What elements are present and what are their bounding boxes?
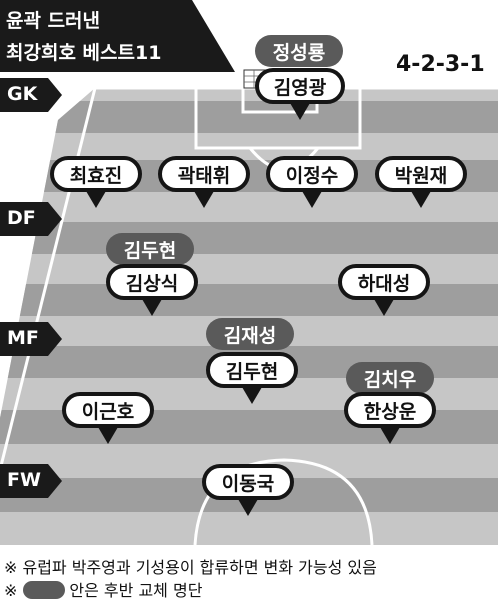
- row-label-gk-text: GK: [7, 83, 38, 105]
- player-dm-right: 하대성: [338, 264, 430, 316]
- legend-substitute-pill: [23, 581, 66, 599]
- player-am-right-name: 한상운: [363, 400, 417, 423]
- player-df-2-name: 곽태휘: [177, 164, 231, 187]
- player-pointer: [290, 103, 310, 120]
- player-pointer: [302, 191, 322, 208]
- player-df-2: 곽태휘: [158, 156, 250, 208]
- player-pointer: [194, 191, 214, 208]
- row-label-fw: FW: [0, 464, 62, 498]
- player-df-4-name: 박원재: [394, 164, 448, 187]
- player-am-center-name: 김두현: [225, 360, 279, 383]
- substitute-am-right: 김치우: [346, 362, 434, 394]
- player-pointer: [142, 299, 162, 316]
- formation-label: 4-2-3-1: [396, 52, 485, 77]
- player-df-4: 박원재: [375, 156, 467, 208]
- player-am-center: 김두현: [206, 352, 298, 404]
- substitute-gk: 정성룡: [255, 35, 343, 67]
- player-pointer: [98, 427, 118, 444]
- note-line-2: ※ 안은 후반 교체 명단: [4, 577, 202, 601]
- player-pointer: [238, 499, 258, 516]
- note-line-1: ※ 유럽파 박주영과 기성용이 합류하면 변화 가능성 있음: [4, 558, 377, 577]
- row-label-df-text: DF: [7, 207, 36, 229]
- player-pointer: [380, 427, 400, 444]
- player-dm-left-name: 김상식: [125, 272, 179, 295]
- player-dm-right-name: 하대성: [357, 272, 411, 295]
- player-dm-left: 김상식: [106, 264, 198, 316]
- title-line-2: 최강희호 베스트11: [6, 42, 162, 64]
- player-gk: 김영광: [255, 68, 345, 120]
- row-label-df: DF: [0, 202, 62, 236]
- note-line-2-suffix: 안은 후반 교체 명단: [69, 581, 203, 600]
- title-banner: 윤곽 드러낸 최강희호 베스트11: [0, 0, 235, 72]
- player-df-1: 최효진: [50, 156, 142, 208]
- player-pointer: [374, 299, 394, 316]
- player-pointer: [86, 191, 106, 208]
- player-fw: 이동국: [202, 464, 294, 516]
- player-gk-name: 김영광: [273, 76, 327, 99]
- row-label-fw-text: FW: [7, 469, 41, 491]
- note-line-2-prefix: ※: [4, 581, 18, 600]
- player-am-left-name: 이근호: [81, 400, 135, 423]
- title-line-1: 윤곽 드러낸: [6, 10, 101, 32]
- row-label-mf: MF: [0, 322, 62, 356]
- player-df-1-name: 최효진: [69, 164, 123, 187]
- player-fw-name: 이동국: [221, 472, 275, 495]
- player-df-3: 이정수: [266, 156, 358, 208]
- player-am-left: 이근호: [62, 392, 154, 444]
- row-label-gk: GK: [0, 78, 62, 112]
- substitute-am-center: 김재성: [206, 318, 294, 350]
- substitute-dm-left: 김두현: [106, 233, 194, 265]
- player-pointer: [411, 191, 431, 208]
- row-label-mf-text: MF: [7, 327, 39, 349]
- player-am-right: 한상운: [344, 392, 436, 444]
- player-df-3-name: 이정수: [285, 164, 339, 187]
- player-pointer: [242, 387, 262, 404]
